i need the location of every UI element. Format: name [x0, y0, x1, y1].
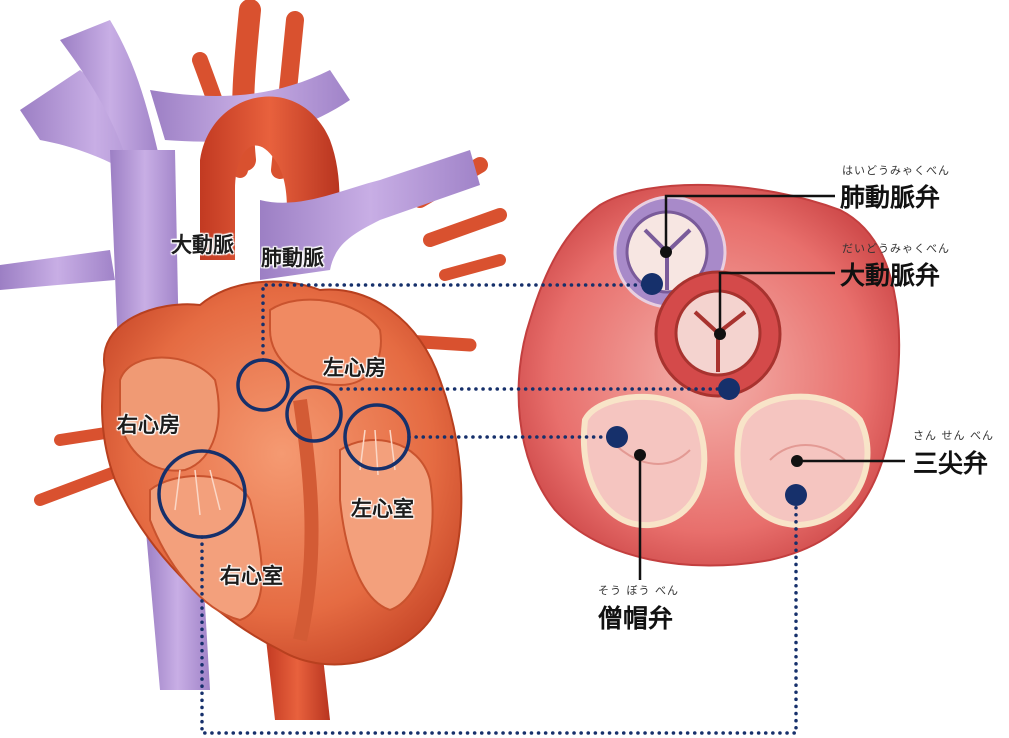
label-aortic-valve: 大動脈弁 [840, 256, 940, 292]
label-tricuspid-valve: 三尖弁 [913, 444, 988, 480]
aortic-marker [718, 378, 740, 400]
tricuspid-marker [785, 484, 807, 506]
label-right-ventricle: 右心室 [220, 560, 283, 590]
label-pulmonary-artery: 肺動脈 [261, 242, 324, 272]
reading-tricuspid-valve: さん せん べん [913, 427, 994, 443]
pulmonary-marker [641, 273, 663, 295]
reading-pulmonary-valve: はいどうみゃくべん [842, 162, 950, 178]
label-left-atrium: 左心房 [323, 352, 386, 382]
reading-aortic-valve: だいどうみゃくべん [842, 240, 950, 256]
heart-illustration [0, 10, 500, 720]
label-mitral-valve: 僧帽弁 [598, 599, 673, 635]
label-pulmonary-valve: 肺動脈弁 [840, 178, 940, 214]
mitral-valve-illustration [584, 397, 704, 525]
label-aorta: 大動脈 [171, 229, 234, 259]
mitral-marker [606, 426, 628, 448]
reading-mitral-valve: そう ぼう べん [598, 582, 679, 598]
label-left-ventricle: 左心室 [351, 493, 414, 523]
label-right-atrium: 右心房 [117, 409, 180, 439]
